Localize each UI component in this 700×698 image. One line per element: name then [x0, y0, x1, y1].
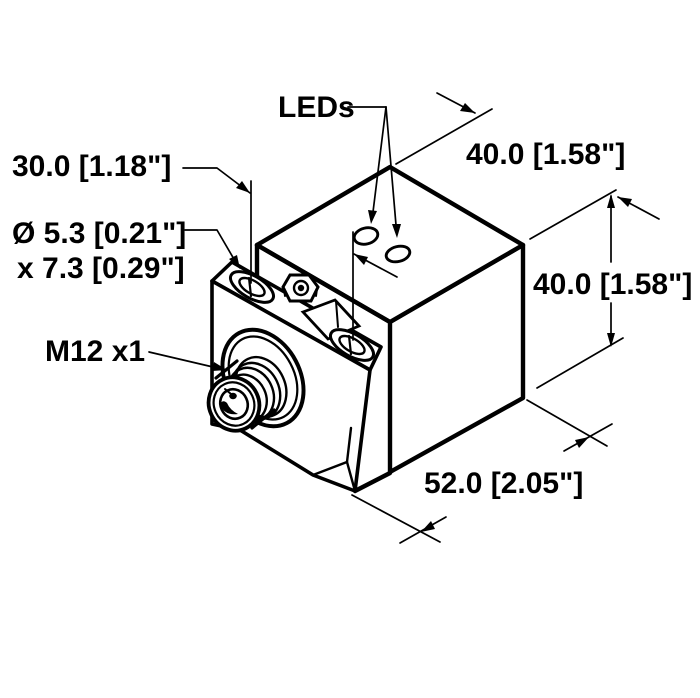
dimension-lines	[148, 92, 660, 544]
barrel-top-edge	[214, 359, 239, 380]
spacing-arrow-2	[354, 254, 368, 265]
cube-front-top-edge	[254, 242, 393, 325]
slot-arrow	[229, 255, 240, 269]
depth-extension-right	[526, 399, 608, 447]
label-hole-spacing: 30.0 [1.18"]	[12, 150, 171, 183]
mount-slot-left-bore	[238, 276, 266, 298]
width-extension-1	[395, 108, 493, 165]
width-arrow-2	[618, 197, 632, 207]
height-extension-bottom	[536, 337, 624, 389]
led-indicator-1	[352, 226, 380, 246]
dimension-labels: LEDs 40.0 [1.58"] 30.0 [1.18"] Ø 5.3 [0.…	[12, 91, 692, 500]
connector-key-notch	[224, 388, 232, 395]
depth-extension-left	[351, 494, 441, 543]
label-depth: 52.0 [2.05"]	[424, 467, 583, 500]
m12-connector	[206, 327, 306, 433]
depth-arrow-right	[575, 437, 589, 448]
bracket-right-inner-edge	[345, 426, 353, 464]
leds-arrow-1	[368, 210, 377, 224]
label-slot-size-line1: Ø 5.3 [0.21"]	[12, 217, 186, 250]
label-side-height: 40.0 [1.58"]	[533, 268, 692, 301]
label-slot-size-line2: x 7.3 [0.29"]	[17, 252, 185, 285]
bracket-pocket-inner-edge	[335, 300, 339, 328]
connector-arrow	[212, 362, 227, 371]
mount-slot-left-chord	[247, 276, 253, 298]
label-leds: LEDs	[278, 91, 355, 124]
height-arrow-top	[607, 194, 615, 208]
leds-leader-1	[372, 106, 387, 213]
label-top-width: 40.0 [1.58"]	[466, 138, 625, 171]
depth-arrow-left	[421, 521, 435, 532]
mount-slot-right-chord	[347, 334, 353, 356]
connector-leader	[148, 351, 214, 368]
connector-end-ring	[212, 381, 256, 427]
led-indicator-2	[384, 244, 412, 264]
connector-end-face	[206, 375, 262, 433]
hex-screw-sides	[283, 288, 318, 297]
spacing-arrow-1	[236, 181, 250, 193]
label-connector: M12 x1	[45, 335, 145, 368]
slot-leader	[184, 229, 239, 267]
leds-leader-2	[385, 106, 397, 226]
connector-key-crescent	[220, 401, 238, 415]
mount-slot-right-bore	[338, 334, 366, 356]
body-bottom-edge	[352, 470, 393, 494]
height-arrow-bottom	[607, 333, 615, 347]
hex-screw-center	[297, 284, 305, 292]
leds-arrow-2	[392, 224, 401, 238]
width-arrow-1	[460, 103, 475, 113]
width-extension-2	[529, 189, 617, 240]
